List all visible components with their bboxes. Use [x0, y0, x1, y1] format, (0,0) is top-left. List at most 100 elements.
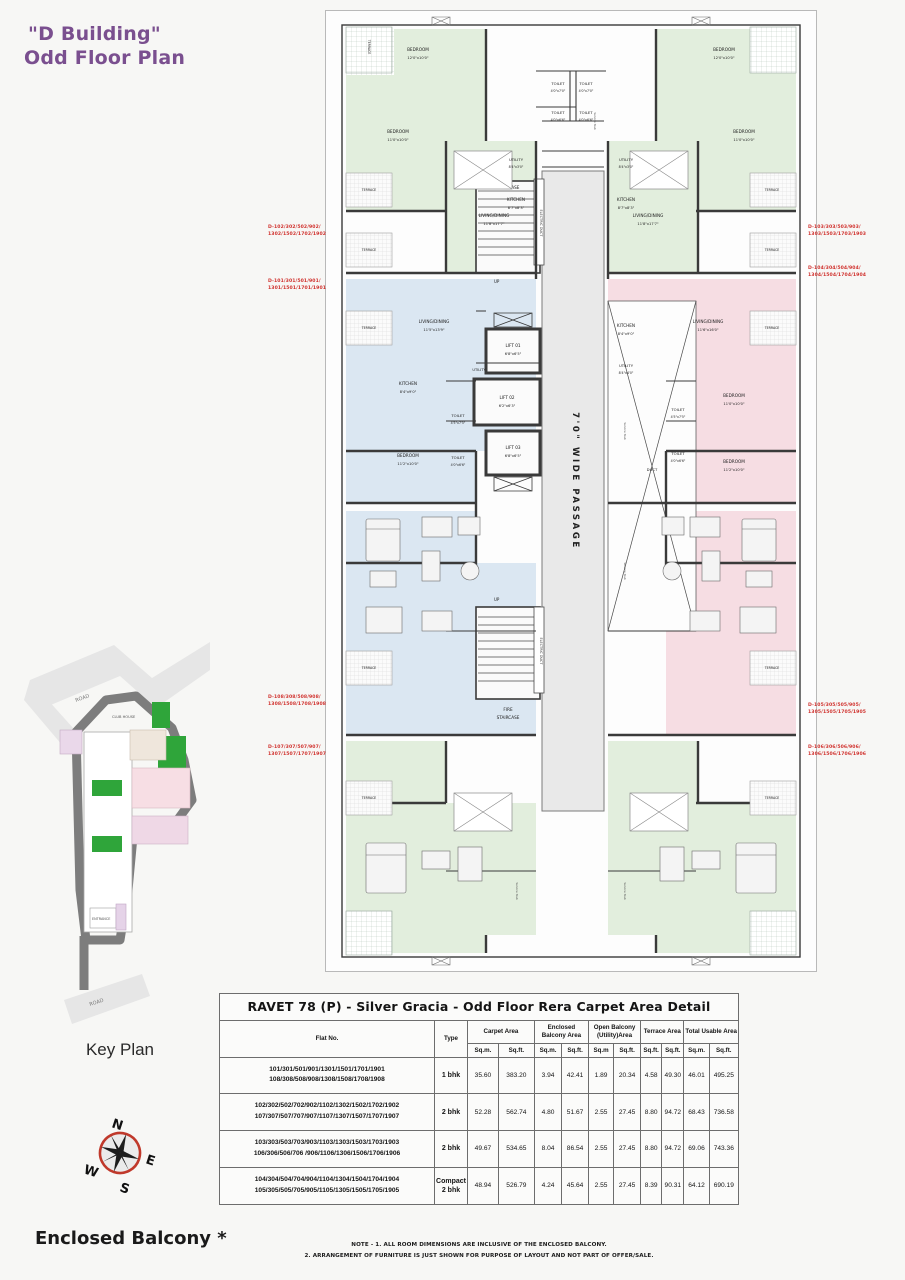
- svg-text:Service Slab: Service Slab: [623, 882, 627, 899]
- lift-03: [484, 429, 542, 477]
- room-bedroom: BEDROOM: [733, 129, 755, 134]
- room-bedroom: BEDROOM: [713, 47, 735, 52]
- duct-shaft: [607, 300, 697, 632]
- subcol-8: Sq.m.: [683, 1042, 710, 1058]
- up-marker-bottom: UP: [494, 597, 500, 602]
- cell-value: 46.01: [683, 1056, 710, 1095]
- room-living-size: 11'5"x13'9": [423, 328, 444, 332]
- svg-text:ROAD: ROAD: [89, 998, 105, 1008]
- fire-staircase: [475, 606, 541, 700]
- room-bedroom: BEDROOM: [407, 47, 429, 52]
- room-terrace: TERRACE: [764, 248, 780, 252]
- table-row: 104/304/504/704/904/1104/1304/1504/1704/…: [219, 1166, 740, 1205]
- unit-tag-d106: D-106/306/506/906/ 1306/1506/1706/1906: [808, 745, 867, 758]
- cell-value: 743.36: [708, 1130, 740, 1168]
- cell-value: 4.58: [640, 1056, 663, 1095]
- cell-value: 27.45: [613, 1166, 642, 1205]
- room-living: LIVING/DINING: [693, 319, 724, 324]
- room-utility: UTILITY: [472, 368, 486, 372]
- compass-east: E: [144, 1153, 157, 1170]
- lift-02: [472, 377, 542, 427]
- cell-value: 690.19: [708, 1166, 740, 1205]
- enclosed-balcony-legend: Enclosed Balcony *: [35, 1228, 227, 1249]
- cell-value: 534.65: [497, 1130, 535, 1168]
- room-kitchen-size: 8'7"x8'3": [508, 206, 525, 210]
- plan-walls: [341, 24, 801, 958]
- lift-02-size: 6'2"x6'3": [499, 404, 516, 408]
- cell-value: 8.80: [640, 1093, 663, 1131]
- room-terrace: TERRACE: [361, 248, 377, 252]
- lift-01-size: 6'8"x6'5": [505, 352, 522, 356]
- table-notes: NOTE - 1. ALL ROOM DIMENSIONS ARE INCLUS…: [219, 1240, 739, 1261]
- room-terrace: TERRACE: [764, 188, 780, 192]
- table-row: 102/302/502/702/902/1102/1302/1502/1702/…: [219, 1093, 740, 1131]
- compass-south: S: [118, 1181, 132, 1198]
- cell-value: 736.58: [708, 1093, 740, 1131]
- room-labels: BEDROOM 12'0"x10'0" BEDROOM 11'0"x10'0" …: [361, 39, 780, 800]
- key-plan-map: ROAD ROAD CLUB HOUSE ENTRANCE: [24, 640, 214, 1030]
- page-title: "D Building" Odd Floor Plan: [24, 22, 308, 71]
- table-title: RAVET 78 (P) - Silver Gracia - Odd Floor…: [219, 993, 739, 1021]
- unit-tag-d105: D-105/305/505/905/ 1305/1505/1705/1905: [808, 703, 867, 716]
- room-toilet: TOILET: [670, 407, 685, 412]
- cell-value: 2.55: [587, 1130, 615, 1168]
- cell-value: 495.25: [708, 1056, 740, 1095]
- lift-03-label: LIFT 03: [505, 445, 520, 450]
- svg-text:ENTRANCE: ENTRANCE: [92, 917, 110, 921]
- room-living-size: 11'8"x17'7": [483, 222, 504, 226]
- col-terrace-area: Terrace Area: [640, 1020, 685, 1044]
- col-open-balcony: Open Balcony (Utility)Area: [587, 1020, 642, 1044]
- cell-value: 8.80: [640, 1130, 663, 1168]
- room-toilet-size: 4'5"x7'5": [451, 421, 466, 425]
- room-bedroom: BEDROOM: [723, 459, 745, 464]
- room-toilet-size: 4'0"x7'0": [551, 89, 566, 93]
- subcol-6: Sq.ft.: [640, 1042, 663, 1058]
- cell-value: 90.31: [661, 1166, 685, 1205]
- col-type: Type: [434, 1020, 468, 1058]
- room-bedroom-size: 11'2"x10'0": [723, 468, 744, 472]
- staircase-upper: [475, 180, 541, 274]
- svg-text:Service Slab: Service Slab: [515, 882, 519, 899]
- room-toilet-size: 4'0"x6'6": [451, 463, 466, 467]
- lift-03-size: 6'8"x6'5": [505, 454, 522, 458]
- svg-text:Service Slab: Service Slab: [593, 112, 597, 129]
- cell-type: 2 bhk: [434, 1130, 468, 1168]
- table-row: 103/303/503/703/903/1103/1303/1503/1703/…: [219, 1130, 740, 1168]
- svg-text:Service Slab: Service Slab: [623, 422, 627, 439]
- room-utility: UTILITY: [619, 363, 634, 368]
- col-total-usable: Total Usable Area: [683, 1020, 739, 1044]
- room-toilet-size: 4'0"x6'6": [671, 459, 686, 463]
- cell-value: 48.94: [467, 1166, 499, 1205]
- terrace-hatches: [345, 26, 797, 956]
- col-flat-no: Flat No.: [219, 1020, 435, 1058]
- flat-no-line: 101/301/501/901/1301/1501/1701/1901: [269, 1065, 385, 1073]
- note-line-2: 2. ARRANGEMENT OF FURNITURE IS JUST SHOW…: [304, 1252, 654, 1259]
- floor-plan-drawing: 7'0" WIDE PASSAGE STAIRCASE UP ELECTRIC …: [325, 10, 817, 972]
- flat-no-line: 102/302/502/702/902/1102/1302/1502/1702/…: [254, 1102, 400, 1110]
- room-bedroom-size: 11'0"x10'0": [733, 138, 754, 142]
- svg-text:Service Slab: Service Slab: [623, 562, 627, 579]
- subcol-0: Sq.m.: [467, 1042, 499, 1058]
- cell-type-line: 2 bhk: [441, 1186, 461, 1194]
- cell-value: 68.43: [683, 1093, 710, 1131]
- svg-text:ROAD: ROAD: [75, 693, 91, 704]
- room-living: LIVING/DINING: [633, 213, 664, 218]
- room-toilet: TOILET: [578, 110, 593, 115]
- room-toilet-size: 4'0"x6'6": [551, 118, 566, 122]
- cell-value: 51.67: [561, 1093, 589, 1131]
- room-kitchen-size: 8'7"x8'3": [618, 206, 635, 210]
- note-line-1: NOTE - 1. ALL ROOM DIMENSIONS ARE INCLUS…: [351, 1242, 607, 1248]
- cell-value: 562.74: [497, 1093, 535, 1131]
- cell-type: 1 bhk: [434, 1056, 468, 1095]
- cell-value: 2.55: [587, 1093, 615, 1131]
- room-bedroom-size: 11'0"x10'0": [723, 402, 744, 406]
- room-living-size: 11'6"x16'0": [697, 328, 718, 332]
- room-living-size: 11'8"x17'7": [637, 222, 658, 226]
- cell-value: 383.20: [497, 1056, 535, 1095]
- cell-value: 27.45: [613, 1093, 642, 1131]
- subcol-5: Sq.ft.: [613, 1042, 642, 1058]
- title-line-1: "D Building": [28, 23, 161, 45]
- key-plan-plots: CLUB HOUSE ENTRANCE: [59, 702, 191, 933]
- room-utility-size: 8'4"x3'0": [509, 165, 524, 169]
- cell-value: 35.60: [467, 1056, 499, 1095]
